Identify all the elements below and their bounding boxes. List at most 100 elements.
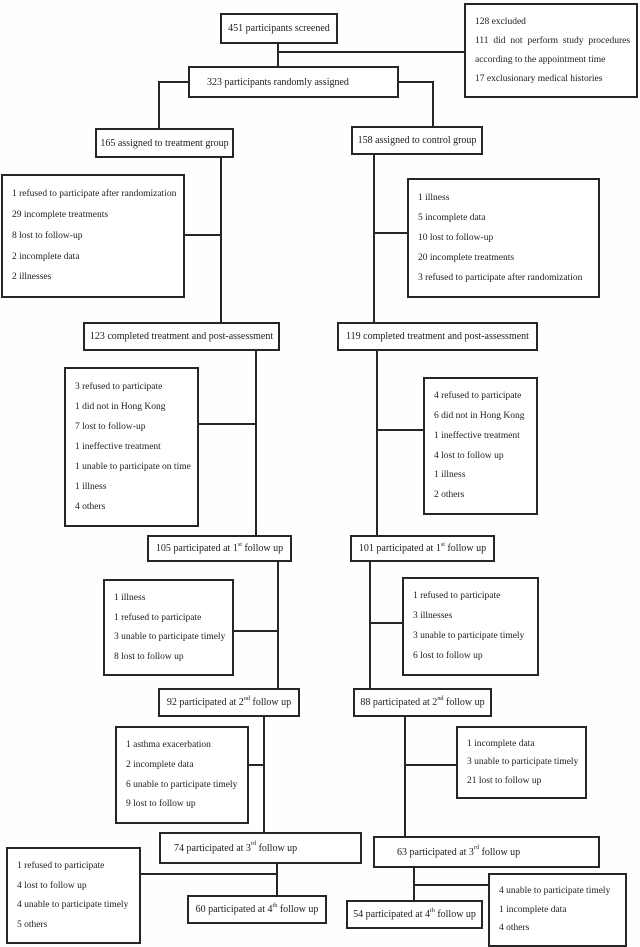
connector-control-fu1-fu2: [369, 562, 371, 688]
connector-control-assigned-completed: [373, 155, 375, 322]
excluded-box: 128 excluded 111 did not perform study p…: [464, 3, 638, 98]
dropout-reason: 3 refused to participate: [75, 381, 163, 392]
treatment-assigned-label: 165 assigned to treatment group: [100, 137, 229, 149]
dropout-reason: 8 lost to follow-up: [12, 230, 83, 241]
connector-treatment-fu2-fu3: [263, 717, 265, 832]
dropout-reason: 6 did not in Hong Kong: [434, 411, 525, 422]
connector-control-dropout4: [404, 764, 456, 766]
dropout-reason: 21 lost to follow up: [467, 775, 542, 786]
dropout-reason: 3 unable to participate timely: [413, 631, 525, 642]
connector-control-fu2-fu3: [404, 717, 406, 836]
dropout-reason: 1 incomplete data: [499, 904, 567, 915]
dropout-reason: 4 lost to follow up: [434, 450, 504, 461]
dropout-reason: 1 refused to participate: [17, 861, 105, 872]
dropout-reason: 5 others: [17, 919, 48, 930]
dropout-reason: 10 lost to follow-up: [418, 232, 494, 243]
connector-randomized-treatment-h: [158, 81, 190, 83]
connector-randomized-control-v: [432, 81, 434, 126]
treatment-dropout5-box: 1 refused to participate 4 lost to follo…: [6, 847, 141, 944]
excluded-line: 17 exclusionary medical histories: [475, 73, 603, 84]
connector-treatment-dropout1: [185, 234, 222, 236]
treatment-followup3-box: 74 participated at 3rd follow up: [159, 832, 362, 864]
dropout-reason: 3 illnesses: [413, 611, 453, 622]
control-dropout2-box: 4 refused to participate 6 did not in Ho…: [423, 377, 538, 515]
dropout-reason: 1 unable to participate on time: [75, 461, 191, 472]
dropout-reason: 7 lost to follow-up: [75, 421, 146, 432]
connector-treatment-assigned-completed: [220, 158, 222, 322]
dropout-reason: 3 unable to participate timely: [467, 757, 579, 768]
control-followup1-box: 101 participated at 1st follow up: [350, 535, 495, 562]
connector-treatment-dropout2: [199, 423, 257, 425]
treatment-assigned-box: 165 assigned to treatment group: [95, 128, 234, 158]
randomized-label: 323 participants randomly assigned: [207, 76, 349, 88]
randomized-box: 323 participants randomly assigned: [188, 66, 399, 98]
treatment-completed-box: 123 completed treatment and post-assessm…: [83, 322, 280, 351]
dropout-reason: 20 incomplete treatments: [418, 252, 515, 263]
control-followup1-label: 101 participated at 1st follow up: [358, 540, 487, 554]
dropout-reason: 4 others: [499, 923, 530, 934]
dropout-reason: 4 unable to participate timely: [499, 886, 611, 897]
treatment-followup1-label: 105 participated at 1st follow up: [155, 540, 284, 554]
control-completed-label: 119 completed treatment and post-assessm…: [346, 331, 529, 342]
treatment-followup1-box: 105 participated at 1st follow up: [147, 535, 292, 562]
control-assigned-label: 158 assigned to control group: [357, 135, 477, 146]
treatment-followup2-label: 92 participated at 2nd follow up: [166, 694, 292, 708]
dropout-reason: 1 refused to participate after randomiza…: [12, 189, 177, 200]
control-assigned-box: 158 assigned to control group: [351, 126, 483, 155]
dropout-reason: 3 unable to participate timely: [114, 632, 226, 643]
connector-control-dropout2: [376, 429, 423, 431]
treatment-dropout1-box: 1 refused to participate after randomiza…: [1, 174, 185, 298]
dropout-reason: 1 refused to participate: [114, 612, 202, 623]
dropout-reason: 6 unable to participate timely: [126, 779, 238, 790]
dropout-reason: 2 others: [434, 490, 465, 501]
control-followup3-label: 63 participated at 3rd follow up: [397, 844, 521, 858]
dropout-reason: 9 lost to follow up: [126, 799, 196, 810]
treatment-dropout2-box: 3 refused to participate 1 did not in Ho…: [64, 367, 199, 527]
dropout-reason: 4 others: [75, 501, 106, 512]
connector-treatment-completed-fu1: [255, 351, 257, 535]
dropout-reason: 1 refused to participate: [413, 591, 501, 602]
dropout-reason: 2 illnesses: [12, 272, 52, 283]
treatment-followup2-box: 92 participated at 2nd follow up: [158, 688, 300, 717]
dropout-reason: 1 illness: [114, 593, 146, 604]
dropout-reason: 1 did not in Hong Kong: [75, 401, 166, 412]
connector-control-dropout3: [369, 622, 402, 624]
dropout-reason: 1 illness: [75, 481, 107, 492]
connector-screened-randomized: [277, 44, 279, 68]
dropout-reason: 6 lost to follow up: [413, 651, 483, 662]
dropout-reason: 5 incomplete data: [418, 212, 486, 223]
treatment-completed-label: 123 completed treatment and post-assessm…: [89, 331, 274, 342]
dropout-reason: 8 lost to follow up: [114, 651, 184, 662]
control-dropout4-box: 1 incomplete data 3 unable to participat…: [456, 726, 587, 799]
excluded-line: 128 excluded: [475, 16, 526, 27]
dropout-reason: 1 illness: [418, 192, 450, 203]
dropout-reason: 4 lost to follow up: [17, 880, 87, 891]
control-followup4-label: 54 participated at 4th follow up: [353, 906, 476, 920]
control-followup4-box: 54 participated at 4th follow up: [346, 900, 483, 929]
connector-randomized-treatment-v: [158, 81, 160, 128]
control-dropout5-box: 4 unable to participate timely 1 incompl…: [488, 873, 627, 947]
treatment-dropout4-box: 1 asthma exacerbation 2 incomplete data …: [115, 726, 249, 824]
connector-randomized-control-h: [397, 81, 434, 83]
control-followup2-box: 88 participated at 2nd follow up: [353, 688, 492, 717]
connector-treatment-dropout5: [141, 873, 278, 875]
dropout-reason: 1 asthma exacerbation: [126, 740, 211, 751]
dropout-reason: 1 incomplete data: [467, 738, 535, 749]
dropout-reason: 4 refused to participate: [434, 391, 522, 402]
connector-treatment-dropout4: [249, 764, 265, 766]
excluded-line: 111 did not perform study procedures: [475, 35, 631, 46]
dropout-reason: 29 incomplete treatments: [12, 210, 109, 221]
connector-treatment-fu1-fu2: [277, 562, 279, 688]
connector-control-dropout5: [413, 884, 488, 886]
dropout-reason: 3 refused to participate after randomiza…: [418, 272, 583, 283]
dropout-reason: 4 unable to participate timely: [17, 900, 129, 911]
dropout-reason: 2 incomplete data: [126, 759, 194, 770]
connector-control-completed-fu1: [376, 351, 378, 535]
screened-box: 451 participants screened: [220, 13, 338, 44]
dropout-reason: 1 illness: [434, 470, 466, 481]
connector-treatment-fu3-fu4: [276, 864, 278, 895]
dropout-reason: 1 ineffective treatment: [75, 441, 161, 452]
excluded-line: according to the appointment time: [475, 54, 606, 65]
connector-screened-excluded: [278, 51, 464, 53]
